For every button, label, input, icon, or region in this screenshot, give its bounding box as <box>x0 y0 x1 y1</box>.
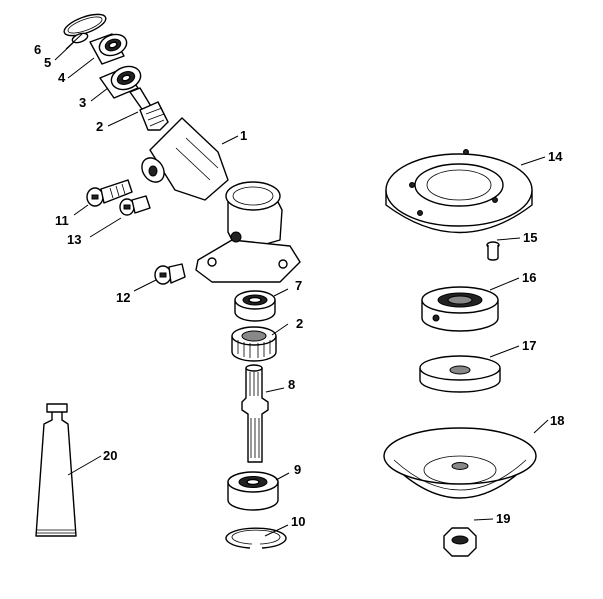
part-bevel-gear-2 <box>231 326 277 362</box>
part-hex-nut-19 <box>443 527 477 557</box>
part-circlip-6 <box>63 13 107 37</box>
callout-10: 10 <box>291 514 305 529</box>
callout-7: 7 <box>295 278 302 293</box>
part-gear-housing-1 <box>141 117 301 283</box>
leader-lines <box>54 33 549 537</box>
part-ball-bearing-3 <box>99 65 142 99</box>
part-thrust-sleeve-16 <box>421 286 499 332</box>
part-grease-tube-20 <box>35 403 77 537</box>
part-thrust-plate-14 <box>385 149 533 234</box>
callout-18: 18 <box>550 413 564 428</box>
part-ball-bearing-9 <box>227 471 279 511</box>
callout-labels: 1 2 2 3 4 5 6 7 8 9 10 11 12 13 14 15 16… <box>34 42 564 529</box>
part-screw-13 <box>119 195 151 216</box>
part-snap-ring-10 <box>225 527 287 549</box>
callout-3: 3 <box>79 95 86 110</box>
part-washer-17 <box>419 355 501 393</box>
callout-13: 13 <box>67 232 81 247</box>
callout-2b: 2 <box>296 316 303 331</box>
callout-19: 19 <box>496 511 510 526</box>
callout-12: 12 <box>116 290 130 305</box>
callout-1: 1 <box>240 128 247 143</box>
part-screw-11 <box>86 179 133 207</box>
callout-2a: 2 <box>96 119 103 134</box>
callout-5: 5 <box>44 55 51 70</box>
callout-16: 16 <box>522 270 536 285</box>
callout-20: 20 <box>103 448 117 463</box>
part-screw-12 <box>154 263 186 285</box>
callout-8: 8 <box>288 377 295 392</box>
callout-6: 6 <box>34 42 41 57</box>
part-ring-5 <box>71 32 89 44</box>
part-output-shaft-8 <box>241 364 269 463</box>
callout-4: 4 <box>58 70 66 85</box>
part-ball-bearing-7 <box>234 290 276 322</box>
part-screw-15 <box>486 241 500 261</box>
part-dome-plate-18 <box>383 427 537 499</box>
part-bevel-pinion-2 <box>129 87 169 131</box>
callout-14: 14 <box>548 149 563 164</box>
callout-9: 9 <box>294 462 301 477</box>
callout-15: 15 <box>523 230 537 245</box>
callout-17: 17 <box>522 338 536 353</box>
callout-11: 11 <box>55 213 69 228</box>
part-ball-bearing-4 <box>89 33 128 65</box>
